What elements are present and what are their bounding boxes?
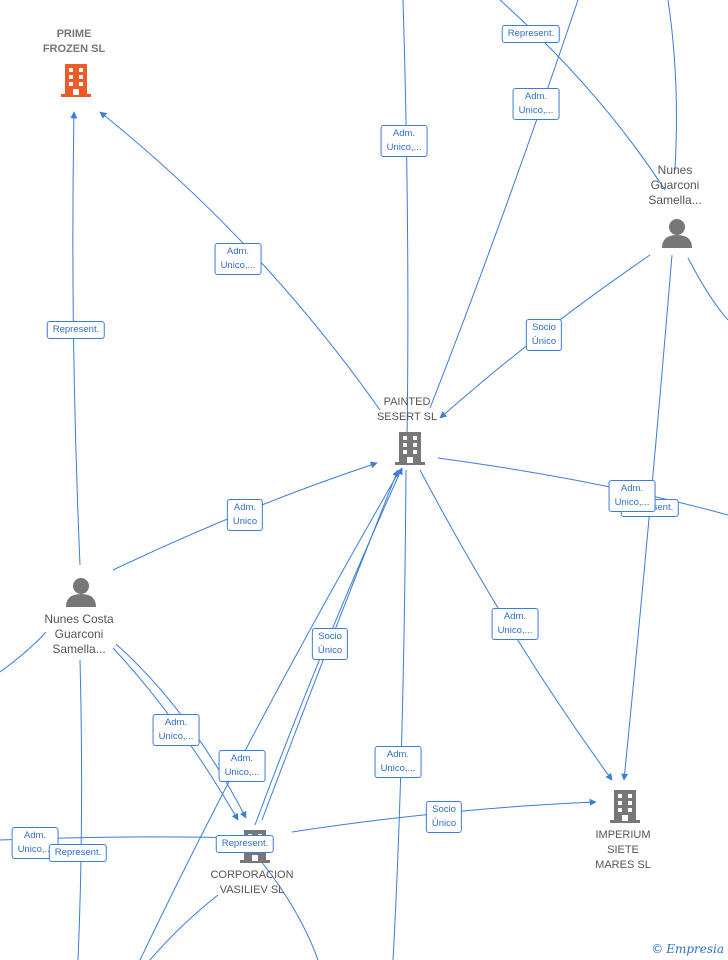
- label-line: Nunes Costa: [44, 612, 114, 626]
- edge-label-line: Socio: [432, 804, 456, 815]
- edge-left-nunescosta: [0, 631, 47, 673]
- edge-label-line: Adm.: [620, 483, 644, 494]
- edge-corporacion-bottom-1: [149, 894, 219, 960]
- edge-label[interactable]: Adm. Unico,...: [374, 746, 422, 778]
- edge-label-line: Unico,...: [614, 497, 650, 508]
- edge-label-line: Socio: [532, 322, 556, 333]
- label-line: VASILIEV SL: [219, 884, 285, 896]
- label-line: Samella...: [648, 193, 702, 207]
- edge-nunescosta-bottom: [77, 659, 83, 960]
- edge-label-line: Unico,...: [17, 844, 53, 855]
- edge-label-line: Adm.: [386, 749, 410, 760]
- label-line: IMPERIUM: [595, 829, 651, 841]
- company-label-prime-frozen[interactable]: PRIME FROZEN SL: [43, 27, 105, 57]
- edge-label-line: Unico,...: [386, 142, 422, 153]
- edge-top-painted: [402, 0, 409, 441]
- edge-label[interactable]: Adm. Unico: [226, 499, 264, 531]
- label-line: Nunes: [657, 163, 693, 177]
- edge-top4-nunesg: [667, 0, 677, 171]
- label-line: Guarconi: [650, 178, 700, 192]
- building-icon: [610, 790, 640, 823]
- edge-label[interactable]: Adm. Unico,...: [152, 714, 200, 746]
- edge-label-line: Unico,...: [380, 763, 416, 774]
- edge-label[interactable]: Adm. Unico,...: [380, 125, 428, 157]
- person-label-nunes-guarconi[interactable]: Nunes Guarconi Samella...: [648, 163, 701, 208]
- edge-label[interactable]: Adm. Unico,...: [214, 243, 262, 275]
- edge-label[interactable]: Adm. Unico,...: [218, 750, 266, 782]
- edge-label[interactable]: Adm. Unico,...: [491, 608, 539, 640]
- edge-label-line: Represent.: [52, 324, 100, 335]
- edge-label-line: Adm.: [23, 830, 47, 841]
- edge-painted-corp-bottom: [139, 469, 401, 960]
- company-label-painted-sesert[interactable]: PAINTED SESERT SL: [377, 395, 437, 425]
- edge-label-line: Adm.: [392, 128, 416, 139]
- edge-label-line: Único: [531, 336, 557, 347]
- edge-label-line: Socio: [318, 631, 342, 642]
- edge-label[interactable]: Represent.: [48, 844, 108, 862]
- edge-label-line: Único: [431, 818, 457, 829]
- label-line: MARES SL: [595, 859, 651, 871]
- edge-top2-painted: [429, 0, 579, 409]
- building-icon: [395, 432, 425, 465]
- edge-label-line: Represent.: [54, 847, 102, 858]
- edge-label-line: Adm.: [226, 246, 250, 257]
- edge-painted-right: [437, 457, 728, 516]
- person-label-nunes-costa[interactable]: Nunes Costa Guarconi Samella...: [44, 612, 113, 657]
- edge-label[interactable]: Socio Único: [311, 628, 349, 660]
- edge-label-line: Unico: [232, 516, 258, 527]
- edge-label-line: Unico,...: [497, 625, 533, 636]
- edge-label[interactable]: Represent.: [215, 835, 275, 853]
- edge-label[interactable]: Socio Único: [525, 319, 563, 351]
- edge-label[interactable]: Represent.: [46, 321, 106, 339]
- person-icon: [662, 219, 692, 248]
- edge-corporacion-bottom-2: [259, 859, 319, 960]
- edge-label-line: Adm.: [230, 753, 254, 764]
- edge-nunesg-right: [687, 257, 728, 321]
- edge-label-line: Represent.: [221, 838, 269, 849]
- edge-label[interactable]: Socio Único: [425, 801, 463, 833]
- copyright-icon: ©: [651, 942, 664, 956]
- label-line: Samella...: [52, 642, 106, 656]
- edge-label-line: Adm.: [524, 91, 548, 102]
- label-line: SESERT SL: [376, 411, 438, 423]
- edge-top3-nunesg: [499, 0, 666, 191]
- edge-label[interactable]: Adm. Unico,...: [512, 88, 560, 120]
- building-icon: [61, 64, 91, 97]
- edge-label-line: Represent.: [507, 28, 555, 39]
- edge-label-line: Único: [317, 645, 343, 656]
- edge-label-line: Unico,...: [224, 767, 260, 778]
- edge-label-line: Unico,...: [220, 260, 256, 271]
- company-label-imperium[interactable]: IMPERIUM SIETE MARES SL: [595, 828, 651, 873]
- label-line: PAINTED: [383, 396, 431, 408]
- brand-logo: ©Empresia: [651, 942, 724, 956]
- edge-label[interactable]: Adm. Unico,...: [608, 480, 656, 512]
- label-line: PRIME: [56, 28, 92, 40]
- label-line: Guarconi: [54, 627, 104, 641]
- edge-label-line: Unico,...: [158, 731, 194, 742]
- edge-label-line: Adm.: [503, 611, 527, 622]
- label-line: CORPORACION: [210, 869, 294, 881]
- edge-painted-bottom: [392, 469, 407, 960]
- label-line: SIETE: [607, 844, 639, 856]
- brand-name: Empresia: [666, 942, 724, 956]
- person-icon: [66, 578, 96, 607]
- label-line: FROZEN SL: [42, 43, 106, 55]
- edge-label-line: Adm.: [164, 717, 188, 728]
- company-label-corporacion[interactable]: CORPORACION VASILIEV SL: [210, 868, 293, 898]
- edge-label-line: Unico,...: [518, 105, 554, 116]
- edge-label-line: Adm.: [233, 502, 257, 513]
- edge-nunesg-imperium: [621, 254, 673, 781]
- edge-label[interactable]: Represent.: [501, 25, 561, 43]
